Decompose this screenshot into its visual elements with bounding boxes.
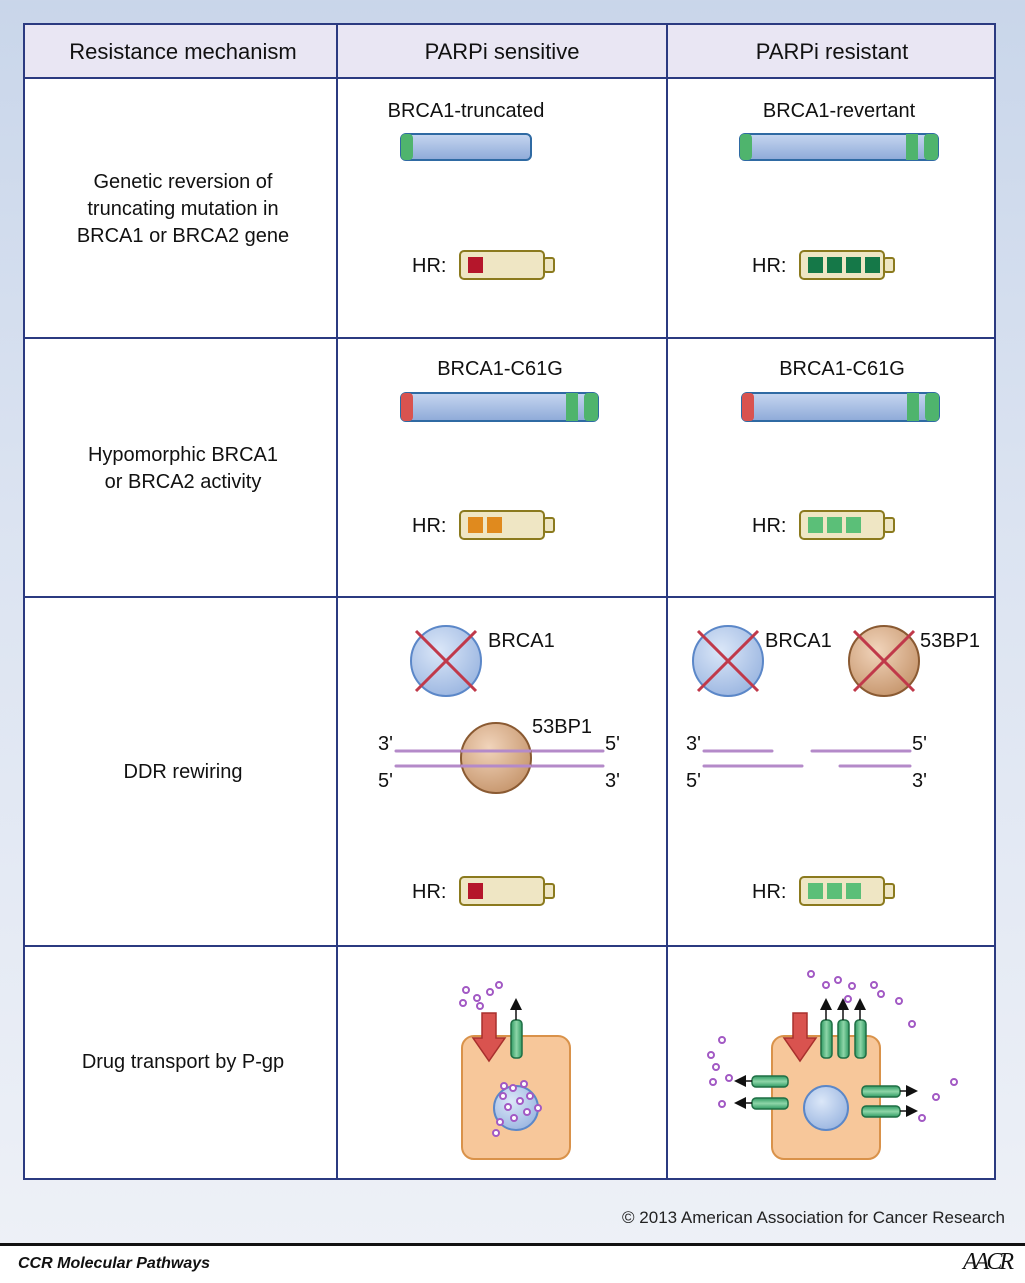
header-sensitive: PARPi sensitive [425,39,580,64]
table-header: Resistance mechanism PARPi sensitive PAR… [69,39,908,64]
dna-end-top-left: 3' [686,733,701,755]
mechanism-4-line-1: Drug transport by P-gp [82,1051,284,1073]
battery-tip [543,517,555,533]
protein-label: BRCA1-revertant [763,100,916,122]
hr-level-block [827,883,842,899]
hr-level-block [827,517,842,533]
dna-end-top-left: 3' [378,733,393,755]
brca1-label: BRCA1 [488,630,555,652]
footer-title: CCR Molecular Pathways [18,1255,211,1272]
hr-level-block [468,517,483,533]
battery-tip [883,883,895,899]
dna-end-bottom-left: 5' [378,770,393,792]
influx-arrow-icon [782,1012,818,1063]
header-mechanism: Resistance mechanism [69,39,296,64]
battery-tip [543,257,555,273]
battery-tip [543,883,555,899]
53bp1-label: 53BP1 [532,716,592,738]
drug-particles-outside [707,970,958,1122]
pgp-transporter-icon [510,998,523,1059]
hr-level-block [846,517,861,533]
dna-end-bottom-left: 5' [686,770,701,792]
hr-level-block [808,883,823,899]
hr-battery [459,510,555,540]
hr-label: HR: [412,515,446,537]
dna-end-top-right: 5' [912,733,927,755]
53bp1-label: 53BP1 [920,630,980,652]
header-resistant: PARPi resistant [756,39,908,64]
hr-battery [799,510,895,540]
influx-arrow-icon [471,1012,507,1063]
hr-label: HR: [752,881,786,903]
hr-level-block [808,257,823,273]
hr-level-block [468,883,483,899]
protein-label: BRCA1-truncated [388,100,545,122]
table-grid [23,23,996,1180]
row1-resistant: BRCA1-revertant HR: [739,100,939,280]
copyright-notice: © 2013 American Association for Cancer R… [622,1208,1005,1227]
row4-sensitive [459,981,571,1160]
dna-strands-broken [702,749,912,768]
pgp-transporters-left [734,1075,789,1110]
mechanism-labels: Genetic reversion of truncating mutation… [77,171,289,1073]
row1-sensitive: BRCA1-truncated HR: [388,100,555,280]
row3-sensitive: BRCA1 53BP1 3' 5' 5' 3' HR: [378,625,620,906]
brca1-revertant-protein [739,133,939,161]
row3-resistant: BRCA1 53BP1 3' 5' 5' 3' HR: [686,625,980,906]
hr-level-block [808,517,823,533]
row2-sensitive: BRCA1-C61G HR: [400,358,599,540]
row4-resistant [707,970,958,1160]
hr-level-block [865,257,880,273]
protein-label: BRCA1-C61G [779,358,905,380]
table-background [24,24,995,1179]
battery-tip [883,517,895,533]
row2-resistant: BRCA1-C61G HR: [741,358,940,540]
brca1-label: BRCA1 [765,630,832,652]
pgp-transporters-top [820,998,867,1059]
dna-end-top-right: 5' [605,733,620,755]
hr-level-block [846,883,861,899]
mechanism-1-line-3: BRCA1 or BRCA2 gene [77,225,289,247]
hr-level-block [827,257,842,273]
drug-particles-inside [492,1080,542,1137]
mechanism-2-line-2: or BRCA2 activity [105,471,262,493]
mechanism-3-line-1: DDR rewiring [124,761,243,783]
brca1-crossed-icon [692,625,764,697]
hr-level-block [846,257,861,273]
pgp-transporters-right [861,1085,918,1118]
hr-battery [799,876,895,906]
hr-label: HR: [752,515,786,537]
header-row-background [24,24,995,78]
hr-label: HR: [752,255,786,277]
brca1-crossed-icon [410,625,482,697]
53bp1-crossed-icon [848,625,920,697]
hr-battery [799,250,895,280]
aacr-logo: AACR [963,1249,1014,1275]
protein-label: BRCA1-C61G [437,358,563,380]
dna-end-bottom-right: 3' [912,770,927,792]
mechanism-1-line-1: Genetic reversion of [94,171,273,193]
brca1-c61g-protein [400,392,599,422]
drug-particles-outside [459,981,503,1010]
hr-label: HR: [412,881,446,903]
hr-battery [459,876,555,906]
hr-level-block [487,517,502,533]
nucleus [803,1085,849,1131]
footer-bar: CCR Molecular Pathways AACR [0,1243,1025,1283]
53bp1-protein-icon [460,722,532,794]
mechanism-1-line-2: truncating mutation in [87,198,278,220]
hr-battery [459,250,555,280]
mechanism-2-line-1: Hypomorphic BRCA1 [88,444,278,466]
dna-end-bottom-right: 3' [605,770,620,792]
hr-level-block [468,257,483,273]
brca1-truncated-protein [400,133,532,161]
battery-tip [883,257,895,273]
hr-label: HR: [412,255,446,277]
brca1-c61g-protein [741,392,940,422]
